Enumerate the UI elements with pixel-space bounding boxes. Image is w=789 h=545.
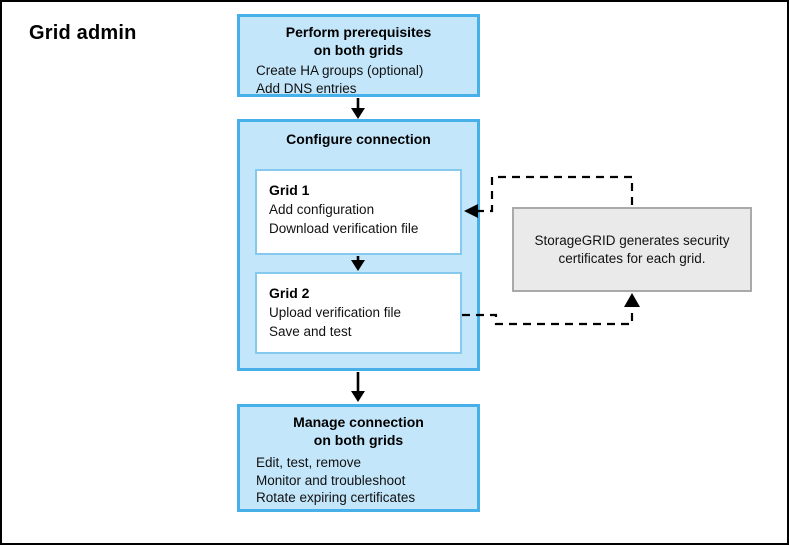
- dashed-connector-grid2-to-note: [462, 293, 640, 326]
- prerequisites-item: Add DNS entries: [256, 80, 357, 96]
- prerequisites-item: Create HA groups (optional): [256, 63, 424, 78]
- grid1-heading: Grid 1: [269, 182, 310, 198]
- arrow-up-into-note-icon: [624, 293, 640, 307]
- grid2-box: Grid 2 Upload verification file Save and…: [255, 272, 462, 354]
- storagegrid-note-box: StorageGRID generates security certifica…: [512, 207, 752, 292]
- manage-heading-line2: on both grids: [313, 432, 404, 448]
- configure-heading: Configure connection: [286, 131, 431, 147]
- manage-heading-line1: Manage connection: [293, 414, 424, 430]
- grid1-item: Download verification file: [269, 221, 419, 236]
- grid1-box: Grid 1 Add configuration Download verifi…: [255, 169, 462, 255]
- arrow-down-prereq-to-configure-icon: [351, 98, 365, 119]
- grid2-item: Save and test: [269, 324, 352, 339]
- prerequisites-heading-line2: on both grids: [313, 42, 404, 58]
- note-line1: StorageGRID generates security: [534, 232, 730, 248]
- manage-connection-box: Manage connection on both grids Edit, te…: [237, 404, 480, 512]
- note-line2: certificates for each grid.: [558, 250, 706, 266]
- arrow-down-configure-to-manage-icon: [351, 372, 365, 402]
- page-title: Grid admin: [29, 22, 137, 44]
- prerequisites-heading-line1: Perform prerequisites: [285, 24, 432, 40]
- grid2-item: Upload verification file: [269, 305, 402, 320]
- manage-item: Monitor and troubleshoot: [256, 472, 406, 488]
- manage-item: Edit, test, remove: [256, 455, 362, 470]
- manage-item: Rotate expiring certificates: [256, 490, 416, 505]
- grid1-item: Add configuration: [269, 202, 375, 217]
- grid2-heading: Grid 2: [269, 285, 310, 301]
- prerequisites-box: Perform prerequisites on both grids Crea…: [237, 14, 480, 97]
